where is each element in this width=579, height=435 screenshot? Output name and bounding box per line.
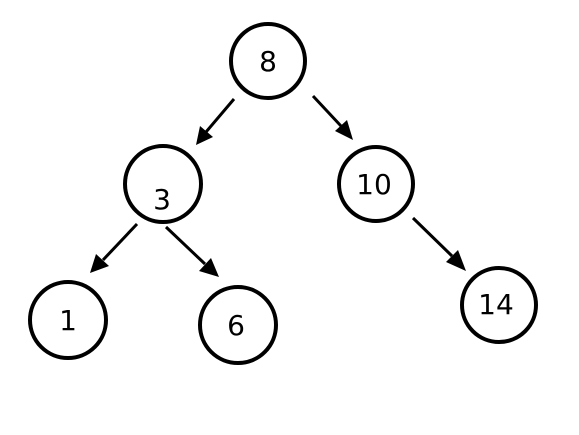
node-label-14: 14: [478, 288, 514, 321]
edges: [90, 94, 466, 277]
tree-node-3[interactable]: 3: [123, 144, 203, 224]
tree-node-8[interactable]: 8: [229, 22, 307, 100]
edge-3-to-1: [90, 222, 139, 273]
edge-10-to-14: [411, 216, 466, 271]
nodes: 8 3 10 1 6 14: [28, 22, 538, 365]
edge-8-to-3: [196, 98, 236, 145]
edge-3-to-6: [164, 225, 219, 277]
edge-8-to-10: [311, 94, 353, 140]
tree-node-10[interactable]: 10: [337, 145, 415, 223]
node-label-1: 1: [59, 304, 77, 337]
node-label-6: 6: [227, 309, 245, 342]
tree-node-6[interactable]: 6: [198, 285, 278, 365]
tree-node-1[interactable]: 1: [28, 280, 108, 360]
node-label-3: 3: [153, 183, 171, 216]
tree-node-14[interactable]: 14: [460, 266, 538, 344]
node-label-8: 8: [259, 45, 277, 78]
node-label-10: 10: [356, 168, 392, 201]
